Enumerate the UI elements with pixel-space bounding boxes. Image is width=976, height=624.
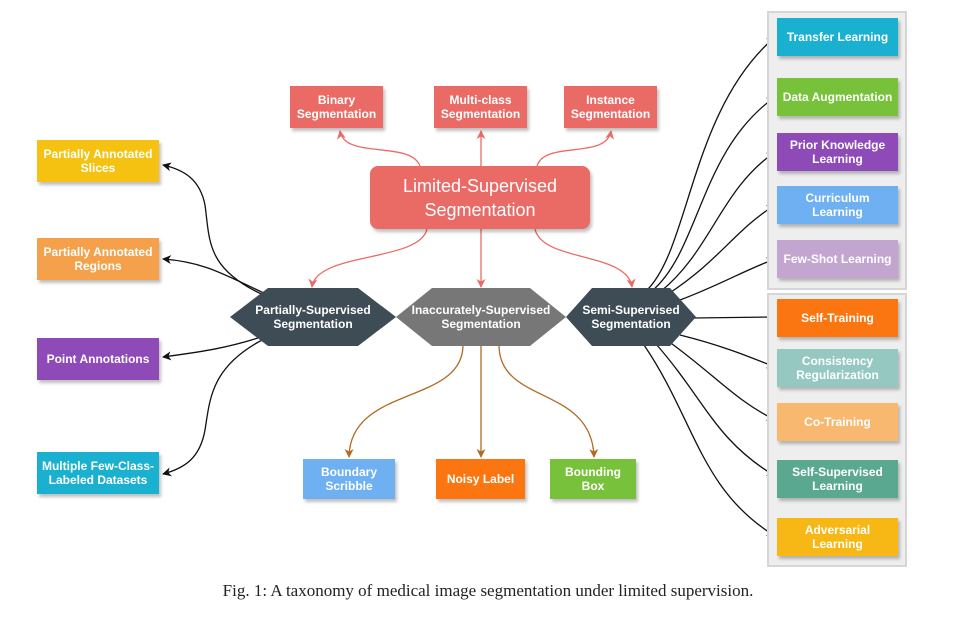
paradigm-semi-line2: Segmentation xyxy=(591,317,671,331)
root-label-line1: Limited-Supervised xyxy=(402,175,558,196)
partial-few-class-line2: Labeled Datasets xyxy=(48,473,148,487)
semi-few-shot-line1: Few-Shot Learning xyxy=(783,252,892,266)
partial-few-class-line1: Multiple Few-Class- xyxy=(41,459,154,473)
semi-consistency-line1: Consistency xyxy=(801,354,874,368)
partial-slices-line1: Partially Annotated xyxy=(43,147,153,161)
paradigm-semi-supervised: Semi-Supervised Segmentation xyxy=(566,288,696,346)
paradigm-semi-line1: Semi-Supervised xyxy=(582,303,680,317)
semi-self-training-line1: Self-Training xyxy=(801,311,874,325)
partial-slices: Partially Annotated Slices xyxy=(37,140,159,182)
edge-inaccurate-scribble xyxy=(344,344,464,458)
semi-prior: Prior Knowledge Learning xyxy=(777,133,898,171)
inaccurate-bbox: Bounding Box xyxy=(550,459,636,499)
edge-partial-points xyxy=(162,333,271,361)
edge-semi-cotraining xyxy=(667,340,776,421)
partial-regions-line1: Partially Annotated xyxy=(43,245,153,259)
edge-semi-prior xyxy=(659,151,776,293)
task-instance-line1: Instance xyxy=(586,93,635,107)
semi-prior-line2: Learning xyxy=(812,152,863,166)
task-binary-line2: Segmentation xyxy=(296,107,377,121)
root-node: Limited-Supervised Segmentation xyxy=(370,166,590,229)
edge-root-binary xyxy=(336,130,421,167)
semi-consistency-line2: Regularization xyxy=(796,368,879,382)
edge-partial-regions xyxy=(162,255,271,297)
semi-self-supervised-line2: Learning xyxy=(812,479,863,493)
task-instance: Instance Segmentation xyxy=(564,86,657,128)
hexagon-shape xyxy=(396,288,566,346)
semi-consistency: Consistency Regularization xyxy=(777,349,898,387)
task-multiclass-line1: Multi-class xyxy=(449,93,512,107)
semi-curriculum-line1: Curriculum Learning xyxy=(805,191,870,219)
edge-semi-selfsupervised xyxy=(655,343,776,477)
edge-semi-fewshot xyxy=(679,257,776,301)
semi-transfer: Transfer Learning xyxy=(777,18,898,56)
semi-co-training-line1: Co-Training xyxy=(804,415,871,429)
paradigm-partial-label: Partially-Supervised Segmentation xyxy=(255,303,370,331)
semi-prior-line1: Prior Knowledge xyxy=(789,138,886,152)
partial-regions: Partially Annotated Regions xyxy=(37,238,159,280)
edge-root-semi xyxy=(534,228,636,288)
inaccurate-noisy: Noisy Label xyxy=(436,459,525,499)
partial-regions-line2: Regions xyxy=(74,259,122,273)
semi-augmentation-line1: Data Augmentation xyxy=(782,90,893,104)
semi-transfer-line1: Transfer Learning xyxy=(786,30,889,44)
partial-points-line1: Point Annotations xyxy=(46,352,150,366)
edge-root-instance xyxy=(536,130,615,167)
semi-self-training: Self-Training xyxy=(777,299,898,337)
paradigm-partial-line2: Segmentation xyxy=(273,317,353,331)
paradigm-partially-supervised: Partially-Supervised Segmentation xyxy=(230,288,396,346)
paradigm-semi-label: Semi-Supervised Segmentation xyxy=(582,303,679,331)
semi-self-supervised: Self-Supervised Learning xyxy=(777,460,898,498)
edge-semi-curriculum xyxy=(667,204,776,295)
partial-slices-line2: Slices xyxy=(80,161,116,175)
edge-semi-selftraining xyxy=(692,312,776,322)
inaccurate-scribble: Boundary Scribble xyxy=(303,459,395,499)
edge-root-partial xyxy=(308,228,428,288)
task-instance-line2: Segmentation xyxy=(570,107,651,121)
task-binary: Binary Segmentation xyxy=(290,86,383,128)
task-multiclass-line2: Segmentation xyxy=(440,107,521,121)
paradigm-inaccurate-line2: Segmentation xyxy=(441,317,521,331)
edge-inaccurate-bbox xyxy=(498,344,599,458)
inaccurate-scribble-line1: Boundary xyxy=(320,465,377,479)
semi-few-shot: Few-Shot Learning xyxy=(777,240,898,278)
figure-caption: Fig. 1: A taxonomy of medical image segm… xyxy=(222,581,754,600)
task-binary-line1: Binary xyxy=(317,93,356,107)
partial-points: Point Annotations xyxy=(37,338,159,380)
semi-adversarial-line1: Adversarial Learning xyxy=(804,523,871,551)
hexagon-shape xyxy=(230,288,396,346)
inaccurate-scribble-line2: Scribble xyxy=(325,479,373,493)
partial-few-class: Multiple Few-Class- Labeled Datasets xyxy=(37,452,159,494)
edge-semi-adversarial xyxy=(643,344,776,537)
semi-adversarial: Adversarial Learning xyxy=(777,518,898,556)
edge-semi-transfer xyxy=(645,36,776,292)
root-label-line2: Segmentation xyxy=(424,199,536,220)
hexagon-shape xyxy=(566,288,696,346)
edge-semi-augmentation xyxy=(651,96,776,292)
paradigm-inaccurate-label: Inaccurately-Supervised Segmentation xyxy=(412,303,551,331)
edge-semi-consistency xyxy=(679,334,776,369)
paradigm-inaccurately-supervised: Inaccurately-Supervised Segmentation xyxy=(396,288,566,346)
task-multiclass: Multi-class Segmentation xyxy=(434,86,527,128)
semi-self-supervised-line1: Self-Supervised xyxy=(792,465,883,479)
semi-co-training: Co-Training xyxy=(777,403,898,441)
semi-curriculum: Curriculum Learning xyxy=(777,186,898,224)
semi-augmentation: Data Augmentation xyxy=(777,78,898,116)
edge-partial-slices xyxy=(162,162,269,298)
edge-partial-fewclass xyxy=(162,336,269,477)
paradigm-inaccurate-line1: Inaccurately-Supervised xyxy=(411,303,551,317)
inaccurate-noisy-line1: Noisy Label xyxy=(446,472,515,486)
inaccurate-bbox-line1: Bounding Box xyxy=(565,465,621,493)
paradigm-partial-line1: Partially-Supervised xyxy=(255,303,371,317)
